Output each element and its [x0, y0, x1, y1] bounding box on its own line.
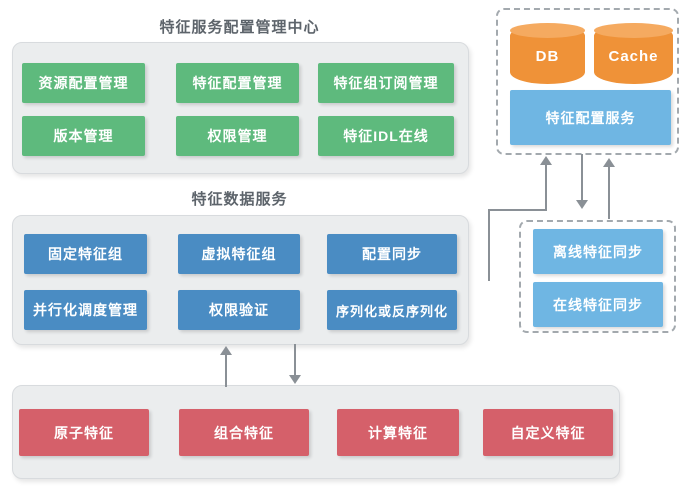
sync-service-box: 离线特征同步 在线特征同步	[519, 220, 676, 333]
node-virtual-feature-group: 虚拟特征组	[178, 234, 300, 274]
node-permission-verify: 权限验证	[178, 290, 300, 330]
arrow-store-to-sync-line	[581, 154, 583, 201]
connector-elbow-horizontal	[488, 209, 547, 211]
node-resource-config-mgmt: 资源配置管理	[22, 63, 145, 103]
node-parallel-scheduling-mgmt: 并行化调度管理	[24, 290, 147, 330]
config-center-title: 特征服务配置管理中心	[159, 19, 320, 36]
arrow-service-to-features-line	[294, 344, 296, 376]
connector-elbow-vertical	[488, 209, 490, 281]
arrow-elbow-to-store-line	[545, 164, 547, 210]
cache-label: Cache	[608, 48, 659, 65]
node-version-mgmt: 版本管理	[22, 116, 145, 156]
node-computed-feature: 计算特征	[337, 409, 459, 456]
arrow-sync-to-store-head	[603, 158, 615, 167]
feature-layer-panel: 原子特征 组合特征 计算特征 自定义特征	[12, 385, 620, 479]
node-offline-feature-sync: 离线特征同步	[533, 229, 663, 274]
node-serialization: 序列化或反序列化	[327, 290, 457, 330]
data-service-title: 特征数据服务	[191, 191, 288, 208]
arrow-sync-to-store-line	[608, 166, 610, 219]
node-permission-mgmt: 权限管理	[176, 116, 299, 156]
config-store-box: DB Cache 特征配置服务	[496, 8, 679, 155]
node-feature-group-subscription-mgmt: 特征组订阅管理	[318, 63, 454, 103]
arrow-features-to-service-line	[225, 354, 227, 387]
node-feature-config-service: 特征配置服务	[510, 90, 671, 145]
arrow-store-to-sync-head	[576, 200, 588, 209]
node-feature-idl-online: 特征IDL在线	[318, 116, 454, 156]
config-center-panel: 资源配置管理 特征配置管理 特征组订阅管理 版本管理 权限管理 特征IDL在线	[12, 42, 469, 174]
cache-cylinder-icon: Cache	[594, 23, 673, 84]
node-config-sync: 配置同步	[327, 234, 457, 274]
node-composite-feature: 组合特征	[179, 409, 309, 456]
data-service-panel: 固定特征组 虚拟特征组 配置同步 并行化调度管理 权限验证 序列化或反序列化	[12, 215, 469, 345]
arrow-features-to-service-head	[220, 346, 232, 355]
db-cylinder-icon: DB	[510, 23, 585, 84]
node-atomic-feature: 原子特征	[19, 409, 149, 456]
arrow-elbow-to-store-head	[540, 156, 552, 165]
arrow-service-to-features-head	[289, 375, 301, 384]
node-fixed-feature-group: 固定特征组	[24, 234, 147, 274]
node-custom-feature: 自定义特征	[483, 409, 613, 456]
node-feature-config-mgmt: 特征配置管理	[176, 63, 299, 103]
node-online-feature-sync: 在线特征同步	[533, 282, 663, 327]
db-label: DB	[535, 48, 560, 65]
